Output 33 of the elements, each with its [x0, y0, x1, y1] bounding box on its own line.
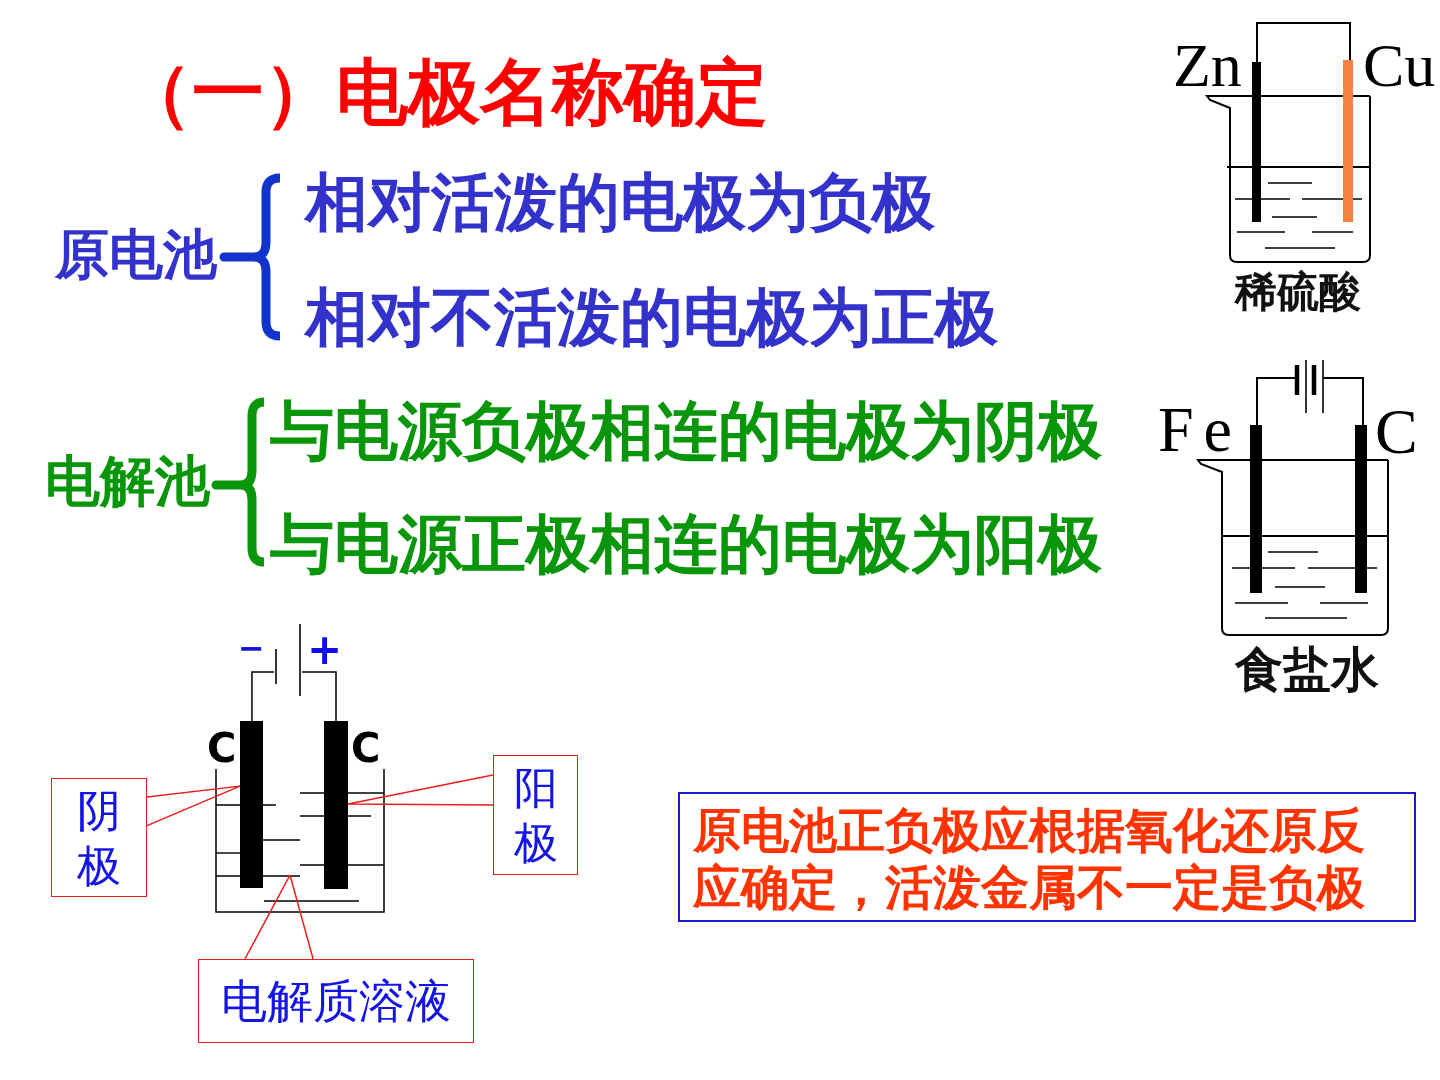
electrode-label: Zn: [1173, 30, 1242, 102]
note-box: [678, 792, 1416, 922]
leader-line: [146, 785, 241, 827]
battery-symbol: [274, 624, 302, 696]
electrode-label: C: [1375, 395, 1418, 469]
polarity-sign: −: [238, 629, 265, 667]
solution-label: 稀硫酸: [1235, 267, 1361, 317]
definition-text: 与电源正极相连的电极为阳极: [270, 508, 1102, 582]
category-label: 原电池: [55, 223, 217, 287]
callout-text: 阳极: [513, 761, 558, 870]
leader-line: [244, 874, 314, 960]
wire: [251, 671, 275, 722]
polarity-sign: +: [307, 625, 343, 675]
electrode-label: Cu: [1363, 30, 1436, 102]
callout-box: [198, 959, 474, 1043]
definition-text: 相对不活泼的电极为正极: [305, 281, 998, 355]
slide-title: （一）电极名称确定: [120, 50, 768, 134]
definition-text: 相对活泼的电极为负极: [305, 166, 935, 240]
solution-label: 食盐水: [1235, 642, 1379, 698]
electrode-label: C: [207, 725, 237, 771]
callout-text: 阴极: [77, 783, 121, 893]
note-text: 原电池正负极应根据氧化还原反应确定，活泼金属不一定是负极: [693, 802, 1366, 916]
callout-box: [493, 755, 578, 875]
electrode-rod: [240, 721, 263, 888]
callout-text: 电解质溶液: [221, 974, 451, 1028]
electrode-rod: [324, 721, 348, 889]
wire: [301, 671, 337, 722]
electrode-label: Fe: [1158, 393, 1242, 467]
callout-box: [51, 778, 147, 897]
definition-text: 与电源负极相连的电极为阴极: [270, 395, 1102, 469]
electrode-label: C: [351, 725, 381, 771]
leader-line: [347, 774, 494, 806]
category-label: 电解池: [45, 450, 210, 514]
